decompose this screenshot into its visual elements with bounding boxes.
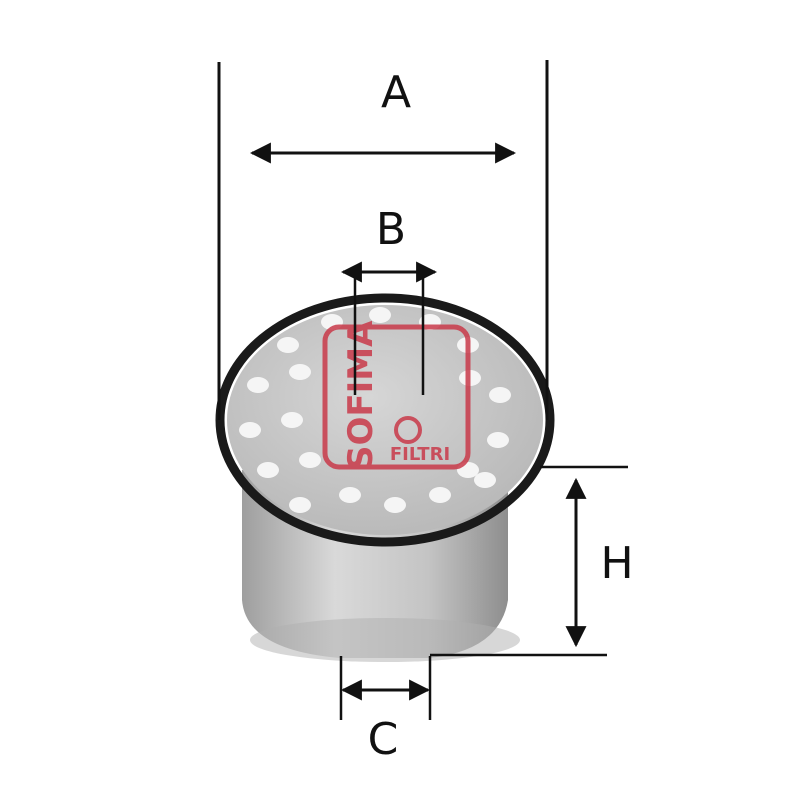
dimension-b: B — [340, 204, 438, 395]
perforation-hole — [339, 487, 361, 503]
perforation-hole — [289, 364, 311, 380]
logo-sub-text: FILTRI — [390, 444, 450, 465]
brand-logo: SOFIMA FILTRI — [322, 320, 471, 470]
dimension-h: H — [430, 465, 634, 657]
dimension-a: A — [217, 60, 549, 420]
dimension-c: C — [339, 656, 432, 765]
logo-brand-text: SOFIMA — [341, 320, 381, 470]
label-a: A — [381, 67, 411, 118]
label-c: C — [368, 714, 399, 765]
perforation-hole — [369, 307, 391, 323]
perforation-hole — [239, 422, 261, 438]
perforation-hole — [281, 412, 303, 428]
perforation-hole — [474, 472, 496, 488]
perforation-hole — [384, 497, 406, 513]
perforation-hole — [489, 387, 511, 403]
top-plate — [227, 305, 543, 535]
perforation-hole — [299, 452, 321, 468]
perforation-hole — [487, 432, 509, 448]
perforation-hole — [429, 487, 451, 503]
label-h: H — [600, 538, 633, 589]
perforation-hole — [257, 462, 279, 478]
logo-frame — [322, 324, 471, 470]
logo-emblem-icon — [394, 416, 422, 444]
perforation-hole — [247, 377, 269, 393]
label-b: B — [376, 204, 406, 255]
perforation-hole — [277, 337, 299, 353]
filter-top-cap — [215, 293, 555, 547]
perforation-hole — [289, 497, 311, 513]
filter-bottom-shadow — [250, 618, 520, 662]
